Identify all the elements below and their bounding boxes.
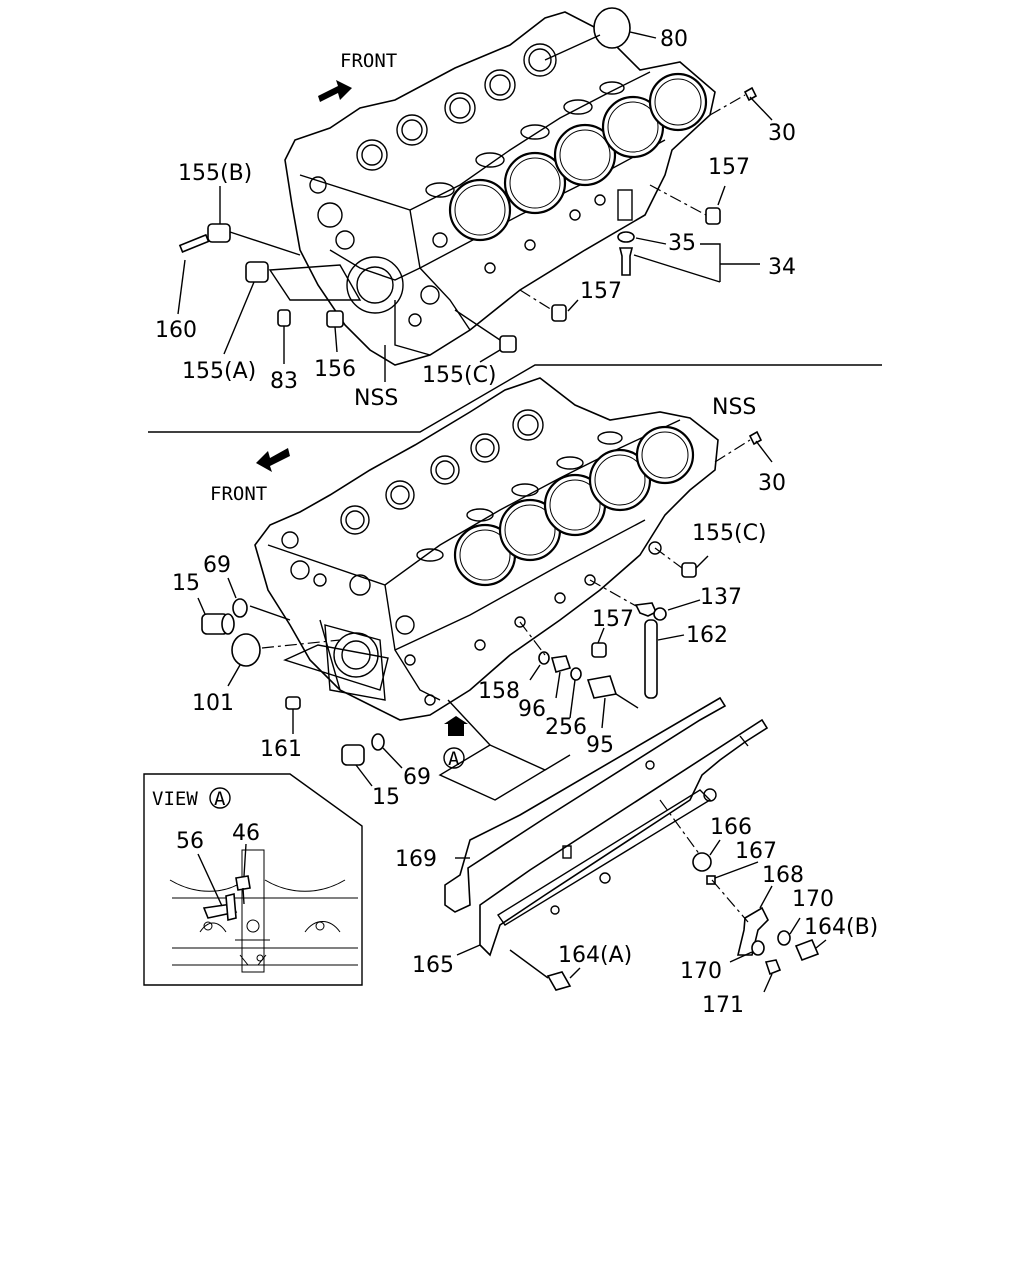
label-167: 167 (735, 839, 777, 864)
part-166-plug (692, 852, 712, 872)
label-15: 15 (372, 785, 400, 810)
part-69-oring-a (232, 598, 248, 618)
label-155c: 155(C) (692, 521, 767, 546)
part-158-washer (538, 651, 550, 665)
label-30: 30 (768, 121, 796, 146)
label-171: 171 (702, 993, 744, 1018)
view-a-inset: VIEW A 56 46 (143, 773, 363, 986)
part-95-sensor (586, 675, 618, 699)
label-166: 166 (710, 815, 752, 840)
part-171-nut (764, 959, 782, 976)
label-69: 69 (203, 553, 231, 578)
upper-cylinder-bores (448, 72, 708, 242)
part-157-plug-b (551, 304, 567, 322)
label-155a: 155(A) (182, 359, 256, 384)
part-15-plug-b (341, 744, 365, 766)
view-a-title: VIEW (152, 788, 198, 810)
label-nss: NSS (712, 395, 756, 420)
part-137-fitting (634, 602, 658, 617)
part-35-oring (617, 231, 635, 243)
front-label-upper: FRONT (340, 50, 397, 72)
label-35: 35 (668, 231, 696, 256)
label-69: 69 (403, 765, 431, 790)
label-157: 157 (708, 155, 750, 180)
front-label-lower: FRONT (210, 483, 267, 505)
label-161: 161 (260, 737, 302, 762)
front-arrow-lower (256, 448, 290, 472)
part-30-pin (743, 86, 758, 102)
part-69-oring-b (371, 733, 385, 751)
label-156: 156 (314, 357, 356, 382)
part-155a-plug (245, 261, 269, 283)
label-170: 170 (792, 887, 834, 912)
label-15: 15 (172, 571, 200, 596)
part-155b-plug (207, 223, 231, 243)
label-137: 137 (700, 585, 742, 610)
label-157: 157 (580, 279, 622, 304)
label-162: 162 (686, 623, 728, 648)
lower-ports (340, 409, 623, 562)
label-165: 165 (412, 953, 454, 978)
label-164b: 164(B) (804, 915, 878, 940)
part-157-plug-lower (591, 642, 607, 658)
label-160: 160 (155, 318, 197, 343)
view-a-arrow (444, 716, 468, 736)
label-256: 256 (545, 715, 587, 740)
label-46: 46 (232, 821, 260, 846)
part-46-bolt (235, 875, 251, 891)
part-170-washer-b (751, 940, 765, 956)
label-83: 83 (270, 369, 298, 394)
upper-block-assembly: FRONT (155, 7, 796, 411)
front-arrow-upper (318, 80, 352, 102)
label-158: 158 (478, 679, 520, 704)
label-101: 101 (192, 691, 234, 716)
label-30: 30 (758, 471, 786, 496)
part-256-washer (570, 667, 582, 681)
lower-cylinder-bores (453, 425, 695, 587)
label-95: 95 (586, 733, 614, 758)
part-164a-bolt (546, 971, 572, 991)
view-a-marker-lower (443, 747, 465, 769)
part-80-cap (593, 7, 631, 49)
label-34: 34 (768, 255, 796, 280)
part-164b-bolt (794, 938, 820, 962)
label-80: 80 (660, 27, 688, 52)
part-34-fitting (618, 247, 634, 276)
label-168: 168 (762, 863, 804, 888)
part-162-tube (644, 619, 658, 699)
view-a-frame (143, 773, 363, 986)
part-155c-plug (499, 335, 517, 353)
label-155c: 155(C) (422, 363, 497, 388)
part-157-plug-a (705, 207, 721, 225)
lower-block-assembly: FRONT A (172, 377, 878, 1018)
upper-ports (356, 43, 625, 198)
label-nss: NSS (354, 386, 398, 411)
part-161-dowel (285, 696, 301, 710)
label-96: 96 (518, 697, 546, 722)
part-96-fitting (550, 655, 572, 673)
label-155b: 155(B) (178, 161, 252, 186)
part-156-plug (326, 310, 344, 328)
label-164a: 164(A) (558, 943, 632, 968)
part-167-pin (706, 875, 716, 885)
view-a-marker (209, 787, 231, 809)
part-155c-plug-lower (681, 562, 697, 578)
part-170-washer-a (777, 930, 791, 946)
part-160-dowel (178, 233, 210, 253)
label-157: 157 (592, 607, 634, 632)
label-169: 169 (395, 847, 437, 872)
label-56: 56 (176, 829, 204, 854)
label-170: 170 (680, 959, 722, 984)
section-divider (148, 364, 882, 433)
part-30-pin-lower (748, 430, 763, 446)
part-101-seal (231, 633, 261, 667)
part-169-gasket (444, 696, 727, 913)
part-83-dowel (277, 309, 291, 327)
view-a-marker-text: A (214, 788, 226, 810)
